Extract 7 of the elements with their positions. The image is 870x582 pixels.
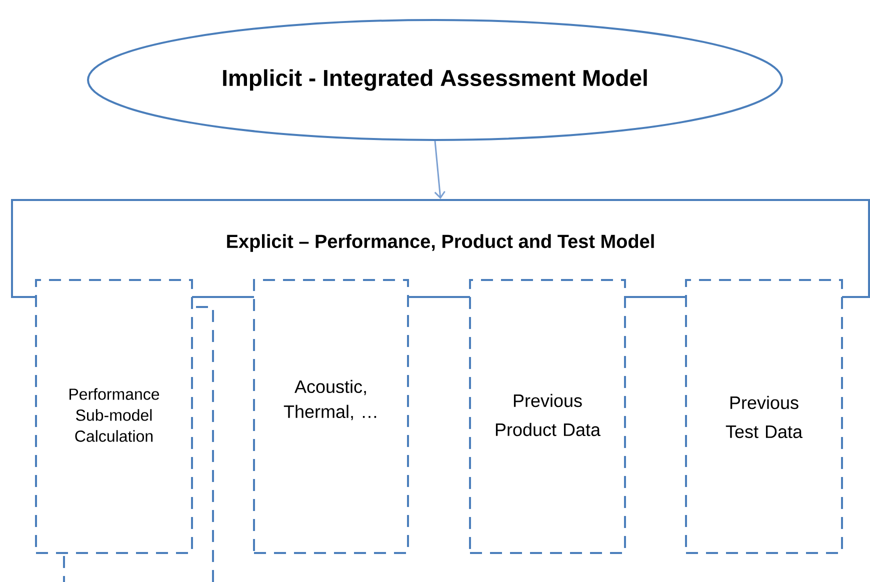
dashed-box-outline (196, 306, 214, 582)
dashed-box: Previous Test Data (685, 279, 843, 554)
dashed-box: Previous Product Data (469, 279, 626, 554)
ellipse-node: Implicit - Integrated Assessment Model (87, 19, 783, 141)
dashed-box: Performance Sub-model Calculation (35, 279, 193, 554)
dashed-box: Acoustic, Thermal, … (253, 279, 409, 554)
arrow (434, 140, 446, 199)
